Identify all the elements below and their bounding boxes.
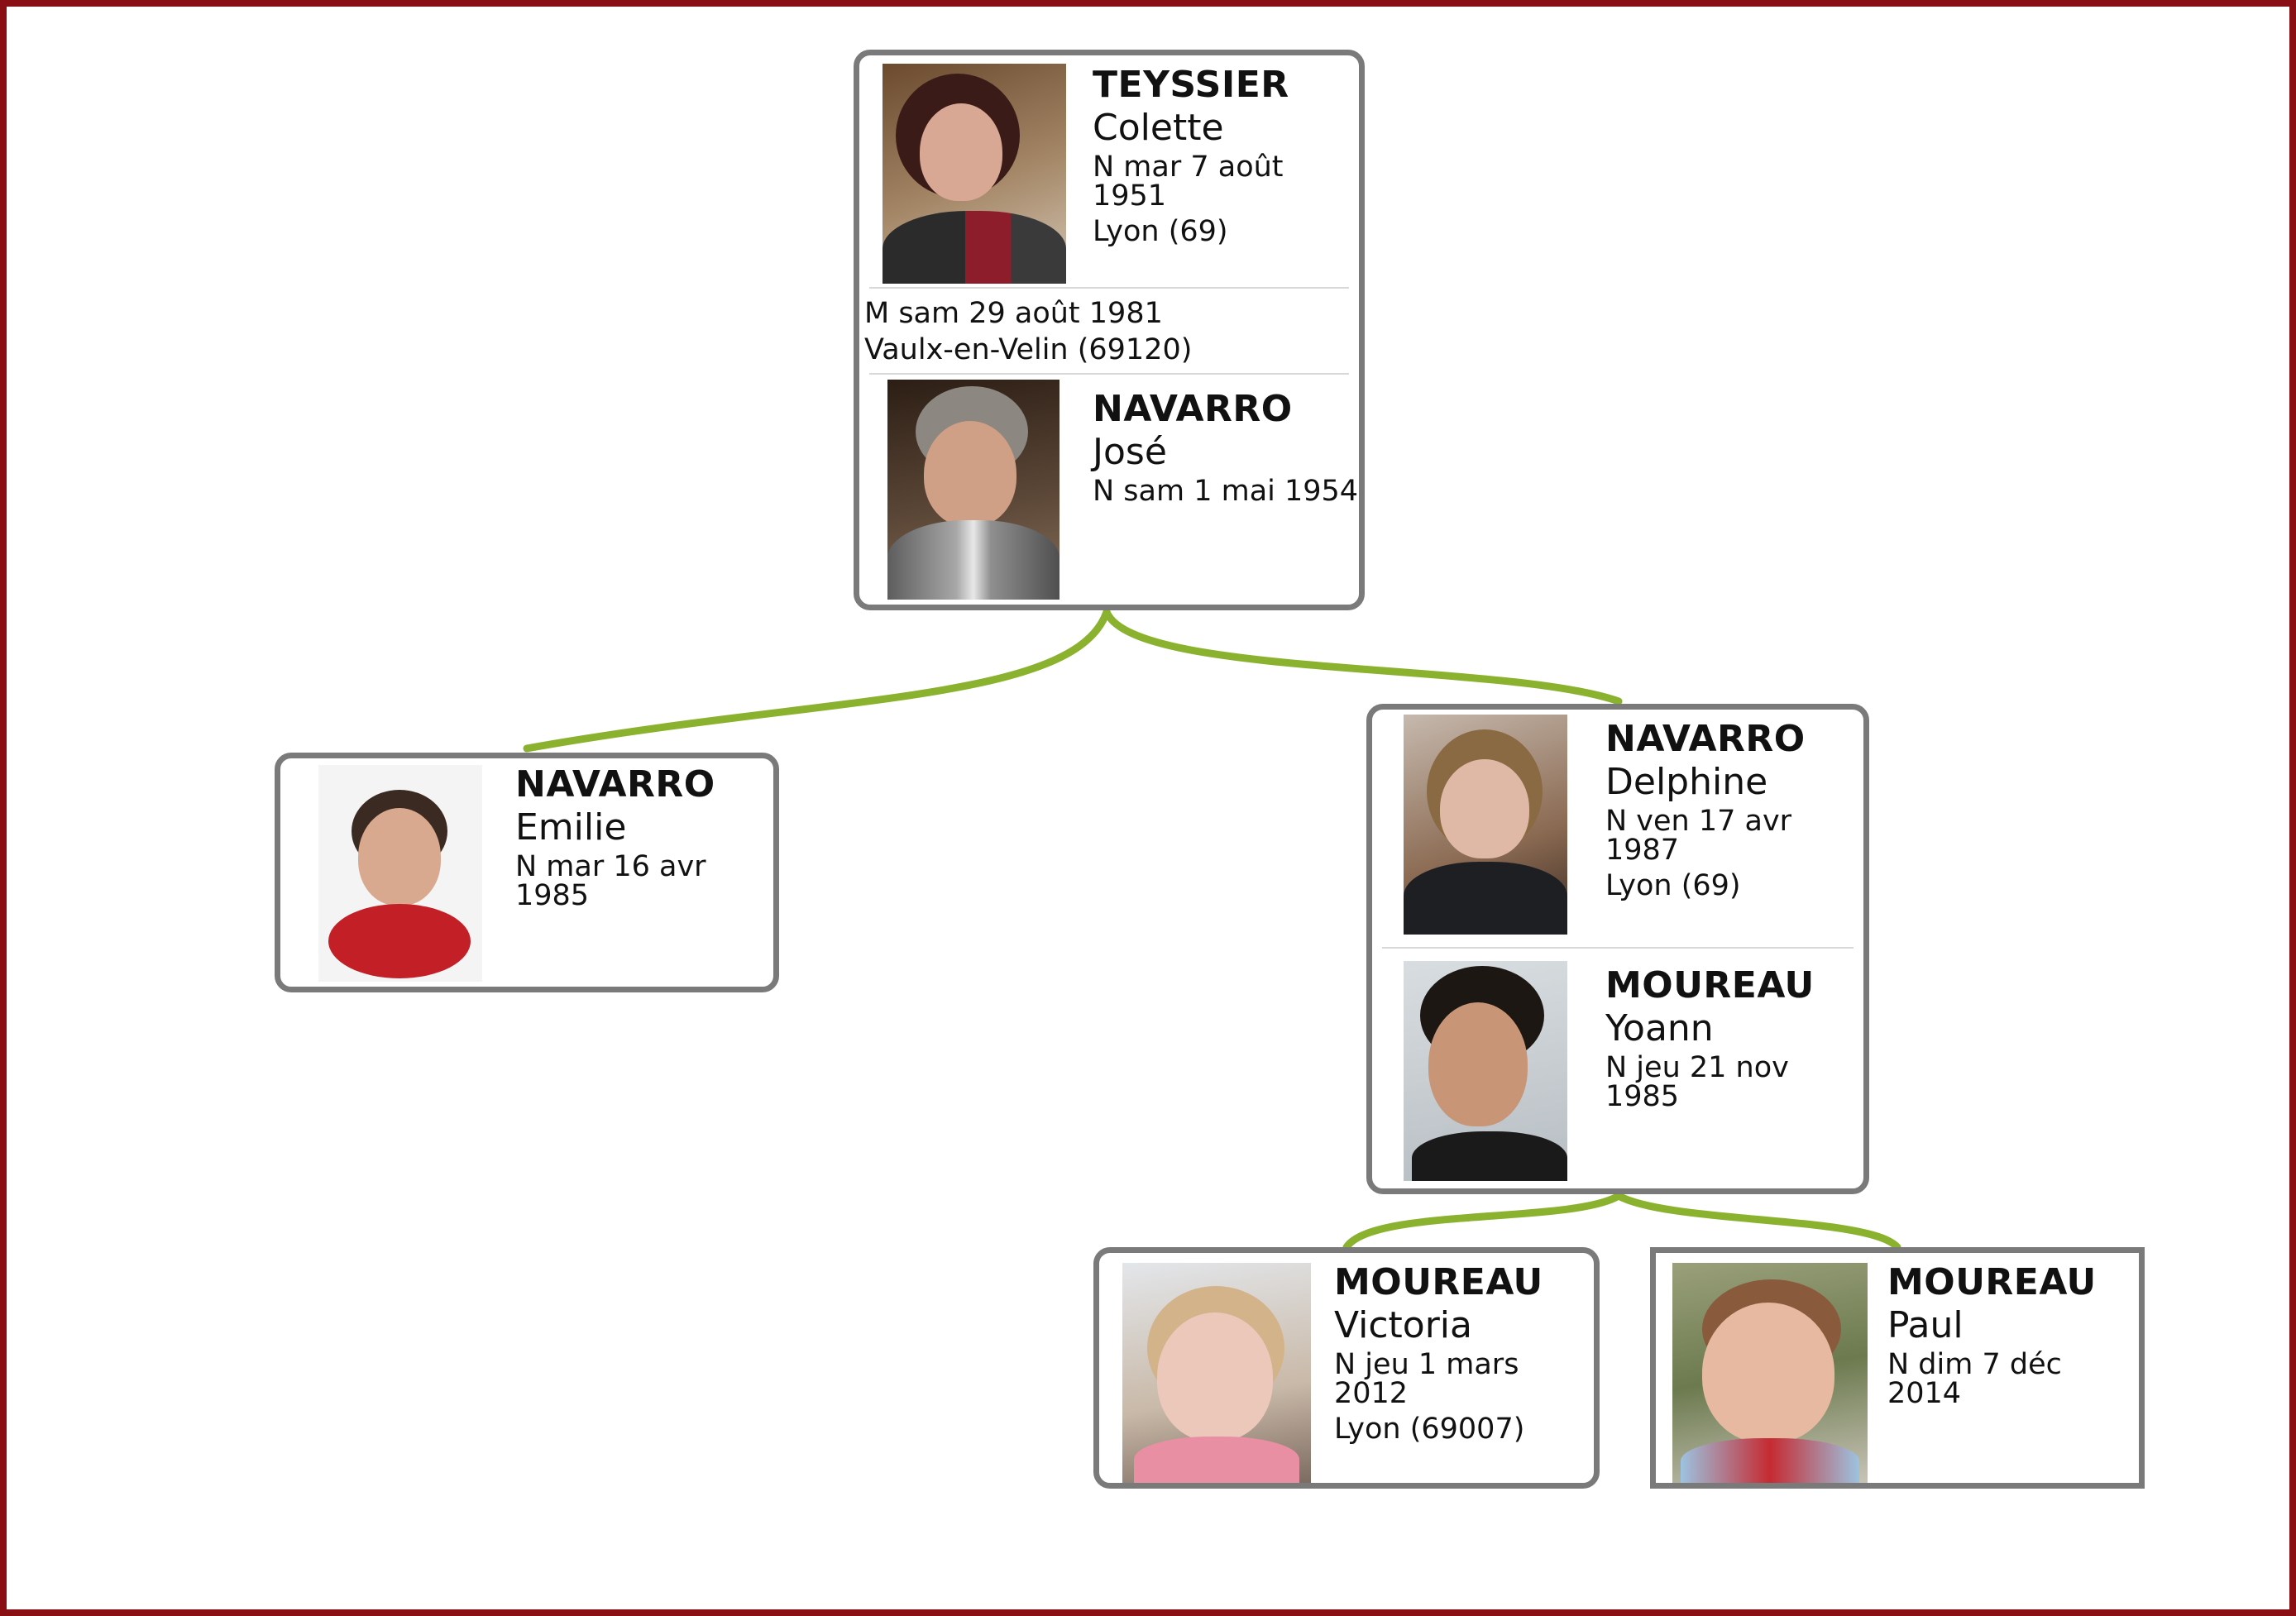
given-name-colette: Colette [1093, 107, 1224, 149]
yoann-photo [1404, 961, 1567, 1181]
link-delphine-to-victoria [1342, 1192, 1623, 1251]
birth-paul: N dim 7 déc 2014 [1887, 1348, 2062, 1410]
given-name-victoria: Victoria [1334, 1304, 1472, 1346]
person-card-emilie[interactable]: NAVARRO Emilie N mar 16 avr 1985 [275, 753, 779, 992]
birthplace-delphine: Lyon (69) [1605, 869, 1741, 902]
marriage-place: Vaulx-en-Velin (69120) [864, 333, 1193, 366]
given-name-yoann: Yoann [1605, 1007, 1714, 1049]
surname-delphine: NAVARRO [1605, 718, 1806, 760]
paul-photo [1672, 1263, 1868, 1483]
emilie-photo [318, 765, 482, 982]
separator [869, 373, 1349, 375]
person-colette[interactable]: TEYSSIER Colette N mar 7 août 1951 Lyon … [859, 55, 1359, 287]
birth-delphine: N ven 17 avr 1987 [1605, 805, 1792, 867]
birth-yoann: N jeu 21 nov 1985 [1605, 1051, 1789, 1113]
person-card-paul[interactable]: MOUREAU Paul N dim 7 déc 2014 [1650, 1247, 2145, 1489]
birth-emilie: N mar 16 avr 1985 [515, 850, 706, 912]
person-yoann[interactable]: MOUREAU Yoann N jeu 21 nov 1985 [1372, 956, 1863, 1189]
birth-jose: N sam 1 mai 1954 [1093, 475, 1359, 508]
colette-photo [883, 64, 1066, 284]
link-delphine-to-paul [1614, 1192, 1901, 1251]
delphine-photo [1404, 715, 1567, 935]
given-name-delphine: Delphine [1605, 761, 1768, 803]
surname-colette: TEYSSIER [1093, 64, 1289, 106]
person-card-victoria[interactable]: MOUREAU Victoria N jeu 1 mars 2012 Lyon … [1093, 1247, 1600, 1489]
birthplace-victoria: Lyon (69007) [1334, 1413, 1525, 1446]
marriage-date: M sam 29 août 1981 [864, 297, 1163, 330]
birth-colette: N mar 7 août 1951 [1093, 151, 1284, 213]
given-name-paul: Paul [1887, 1304, 1964, 1346]
birth-victoria: N jeu 1 mars 2012 [1334, 1348, 1519, 1410]
surname-victoria: MOUREAU [1334, 1261, 1543, 1303]
couple-card-teyssier-navarro[interactable]: TEYSSIER Colette N mar 7 août 1951 Lyon … [854, 50, 1365, 610]
surname-emilie: NAVARRO [515, 763, 715, 806]
given-name-jose: José [1093, 431, 1167, 473]
person-jose[interactable]: NAVARRO José N sam 1 mai 1954 [859, 380, 1359, 611]
surname-yoann: MOUREAU [1605, 964, 1815, 1006]
person-delphine[interactable]: NAVARRO Delphine N ven 17 avr 1987 Lyon … [1372, 710, 1863, 943]
couple-card-navarro-moureau[interactable]: NAVARRO Delphine N ven 17 avr 1987 Lyon … [1366, 704, 1869, 1194]
link-parents-to-emilie [523, 608, 1111, 753]
jose-photo [887, 380, 1060, 600]
separator [869, 287, 1349, 289]
victoria-photo [1122, 1263, 1311, 1483]
surname-paul: MOUREAU [1887, 1261, 2097, 1303]
link-parents-to-delphine [1103, 608, 1623, 705]
given-name-emilie: Emilie [515, 806, 627, 849]
marriage-info: M sam 29 août 1981 Vaulx-en-Velin (69120… [864, 295, 1192, 368]
separator [1382, 947, 1854, 949]
surname-jose: NAVARRO [1093, 388, 1293, 430]
birthplace-colette: Lyon (69) [1093, 215, 1228, 248]
